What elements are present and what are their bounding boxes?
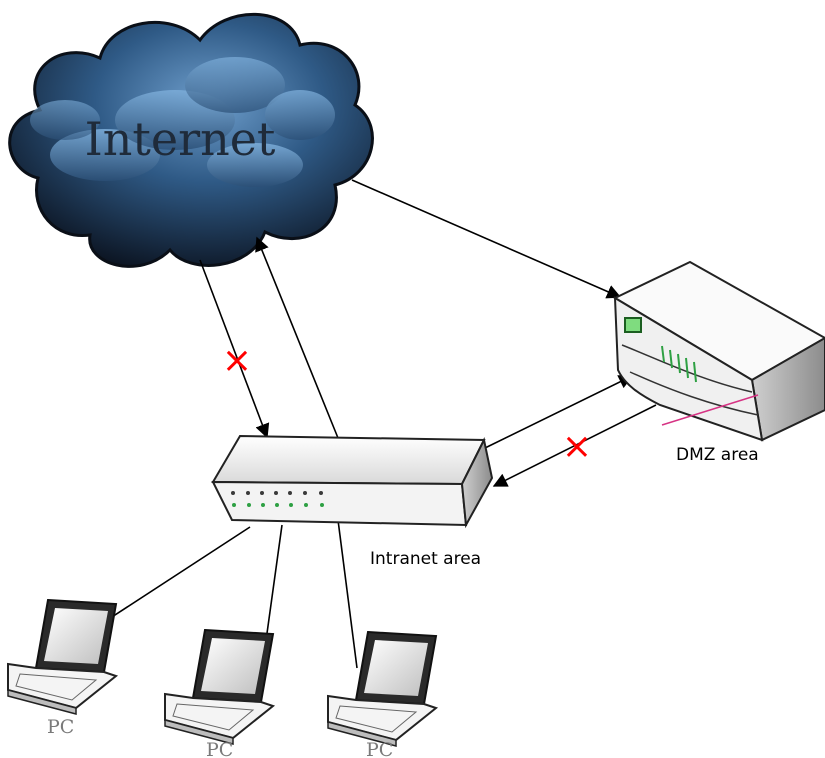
laptop-icon-pc2 xyxy=(164,628,276,745)
arrow-dmz-to-intranet xyxy=(492,404,657,487)
dmz-server-icon xyxy=(612,260,825,442)
pc-label-2: PC xyxy=(206,739,233,758)
arrow-intranet-to-internet xyxy=(255,236,339,439)
internet-label: Internet xyxy=(85,112,276,166)
internet-cloud: Internet xyxy=(8,12,374,268)
arrow-intranet-to-dmz xyxy=(484,375,634,449)
arrow-internet-to-dmz xyxy=(351,179,622,299)
blocked-mark-dmz-intranet: × xyxy=(562,426,592,467)
link-switch-pc3 xyxy=(337,519,358,669)
laptop-icon-pc3 xyxy=(327,630,439,747)
pc-label-3: PC xyxy=(366,739,393,758)
connectors xyxy=(94,179,657,669)
arrow-internet-to-intranet xyxy=(199,259,270,439)
link-switch-pc1 xyxy=(94,526,251,629)
intranet-area-label: Intranet area xyxy=(370,549,481,569)
blocked-mark-internet-intranet: × xyxy=(222,340,252,381)
pc-label-1: PC xyxy=(47,716,74,738)
intranet-switch-icon xyxy=(211,434,494,529)
laptop-icon-pc1 xyxy=(7,598,119,715)
dmz-area-label: DMZ area xyxy=(676,445,759,465)
